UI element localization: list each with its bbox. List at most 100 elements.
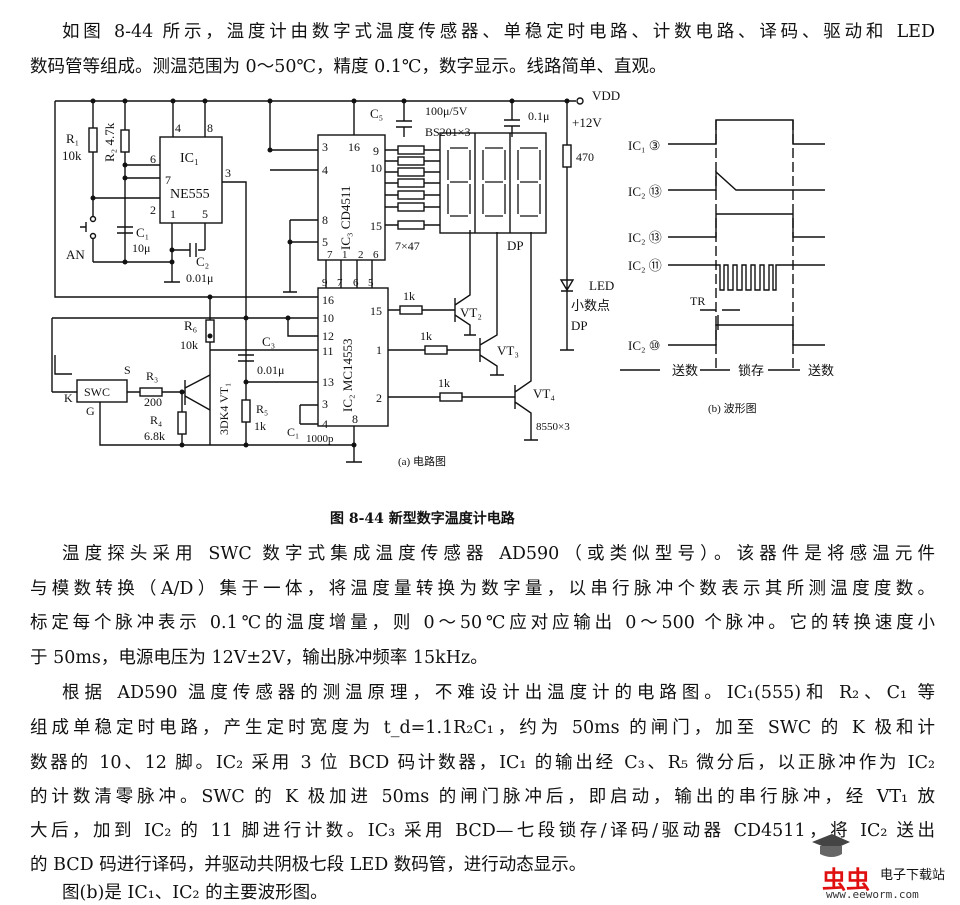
phase-label: 送数	[672, 363, 698, 378]
pin-label: 3	[225, 166, 231, 180]
c1-value: 10μ	[132, 241, 150, 255]
vt2-label: VT₂	[460, 305, 482, 320]
junction-dot	[207, 294, 213, 300]
pin-label: 11	[322, 344, 334, 358]
waveform-row-label: IC₁ ③	[628, 138, 660, 153]
junction-dot	[287, 239, 293, 245]
circuit-diagram: VDD +12V R₁ 10k R₂ 4.7k IC₁ NE555 4 8 6 …	[51, 88, 834, 468]
led-dp-label-2: DP	[571, 318, 588, 333]
junction-dot	[179, 442, 185, 448]
ic3-label: IC₃ CD4511	[338, 186, 353, 250]
pin-label: 4	[322, 417, 328, 431]
pin-label: 6	[150, 152, 156, 166]
junction-dot	[267, 147, 273, 153]
watermark-url: www.eeworm.com	[826, 888, 919, 901]
junction-dot	[564, 98, 570, 104]
r6-value: 10k	[180, 338, 198, 352]
r5-label: R₅	[256, 402, 268, 416]
r6-label: R₆	[184, 318, 197, 333]
resistor	[424, 345, 448, 355]
c2-label: C₂	[196, 254, 209, 269]
body-line: 与模数转换（A/D）集于一体，将温度量转换为数字量，以串行脉冲个数表示其所测温度…	[30, 579, 935, 599]
resistor	[120, 129, 130, 153]
r-1k-label: 1k	[420, 329, 432, 343]
waveform-row-label: IC₂ ⑬	[628, 184, 662, 199]
resistor	[397, 167, 425, 177]
r-1k-label: 1k	[438, 376, 450, 390]
pin-label: 1	[342, 249, 348, 261]
pin-label: 5	[368, 277, 374, 289]
junction-dot	[401, 98, 407, 104]
an-button-label: AN	[66, 247, 85, 262]
resistor	[397, 202, 425, 212]
intro-line: 如图 8-44 所示，温度计由数字式温度传感器、单稳定时电路、计数电路、译码、驱…	[62, 22, 935, 42]
waveform-diagram: IC₁ ③ IC₂ ⑬ IC₂ ⑬ IC₂ ⑪ IC₂ ⑩ TR 送数 锁存 送…	[620, 119, 834, 415]
r4-value: 6.8k	[144, 429, 165, 443]
seven-segment-digit	[517, 147, 541, 217]
swc-k-label: K	[64, 391, 73, 405]
junction-dot	[202, 98, 208, 104]
resistor-array-label: 7×47	[395, 239, 420, 253]
resistor	[397, 178, 425, 188]
r1-value: 10k	[62, 148, 82, 163]
body-line: 于 50ms，电源电压为 12V±2V，输出脉冲频率 15kHz。	[30, 648, 488, 668]
seven-segment-digit	[482, 147, 506, 217]
pin-label: 5	[322, 235, 328, 249]
junction-dot	[243, 379, 249, 385]
resistor	[397, 190, 425, 200]
vt1-label: 3DK4 VT₁	[217, 383, 231, 435]
pin-label: 8	[352, 412, 358, 426]
ic1-type: NE555	[170, 187, 210, 202]
junction-dot	[351, 98, 357, 104]
c1b-label: C₁	[287, 425, 299, 439]
junction-dot	[90, 195, 96, 201]
c5-label: C₅	[370, 106, 383, 121]
watermark-logo: 虫虫 电子下载站 www.eeworm.com	[808, 830, 958, 905]
swc-s-label: S	[124, 363, 131, 377]
resistor	[177, 411, 187, 435]
pin-label: 8	[207, 121, 213, 135]
body-line: 数器的 10、12 脚。IC₂ 采用 3 位 BCD 码计数器，IC₁ 的输出经…	[30, 753, 935, 773]
body-line: 温度探头采用 SWC 数字式集成温度传感器 AD590（或类似型号）。该器件是将…	[62, 544, 935, 564]
resistor	[439, 392, 463, 402]
body-line: 根据 AD590 温度传感器的测温原理，不难设计出温度计的电路图。IC₁(555…	[62, 683, 935, 703]
swc-label: SWC	[84, 385, 110, 399]
body-line: 组成单稳定时电路，产生定时宽度为 t_d=1.1R₂C₁，约为 50ms 的闸门…	[30, 718, 935, 738]
c2-value: 0.01μ	[186, 271, 213, 285]
resistor	[397, 145, 425, 155]
pin-label: 1	[376, 343, 382, 357]
junction-dot	[169, 259, 175, 265]
ic1-label: IC₁	[180, 151, 199, 166]
intro-line: 数码管等组成。测温范围为 0～50℃，精度 0.1℃，数字显示。线路简单、直观。	[30, 57, 667, 77]
vt-part-label: 8550×3	[536, 421, 570, 433]
junction-dot	[267, 98, 273, 104]
pin-label: 16	[348, 140, 360, 154]
seven-segment-digit	[447, 147, 471, 217]
resistor	[139, 387, 163, 397]
ic2-label: IC₂ MC14553	[340, 338, 355, 412]
resistor	[241, 399, 251, 423]
junction-dot	[285, 315, 291, 321]
waveform-row-label: IC₂ ⑬	[628, 230, 662, 245]
pin-label: 2	[358, 249, 364, 261]
pin-label: 4	[322, 163, 328, 177]
c1b-value: 1000p	[306, 433, 334, 445]
junction-dot	[170, 98, 176, 104]
body-line: 大后，加到 IC₂ 的 11 脚进行计数。IC₃ 采用 BCD—七段锁存/译码/…	[30, 821, 935, 841]
phase-label: 锁存	[738, 363, 764, 378]
waveform-row-label: IC₂ ⑩	[628, 338, 660, 353]
junction-dot	[122, 175, 128, 181]
pin-label: 9	[373, 144, 379, 158]
waveform-row-label: IC₂ ⑪	[628, 258, 662, 273]
c1-label: C₁	[136, 225, 149, 240]
pin-label: 3	[322, 397, 328, 411]
junction-dot	[122, 259, 128, 265]
junction-dot	[90, 98, 96, 104]
r1-label: R₁	[66, 131, 79, 146]
pin-label: 2	[150, 203, 156, 217]
body-line: 标定每个脉冲表示 0.1℃的温度增量，则 0～50℃应对应输出 0～500 个脉…	[30, 613, 935, 633]
pin-label: 8	[322, 213, 328, 227]
junction-dot	[351, 442, 357, 448]
r-1k-label: 1k	[403, 289, 415, 303]
resistor	[562, 144, 572, 168]
